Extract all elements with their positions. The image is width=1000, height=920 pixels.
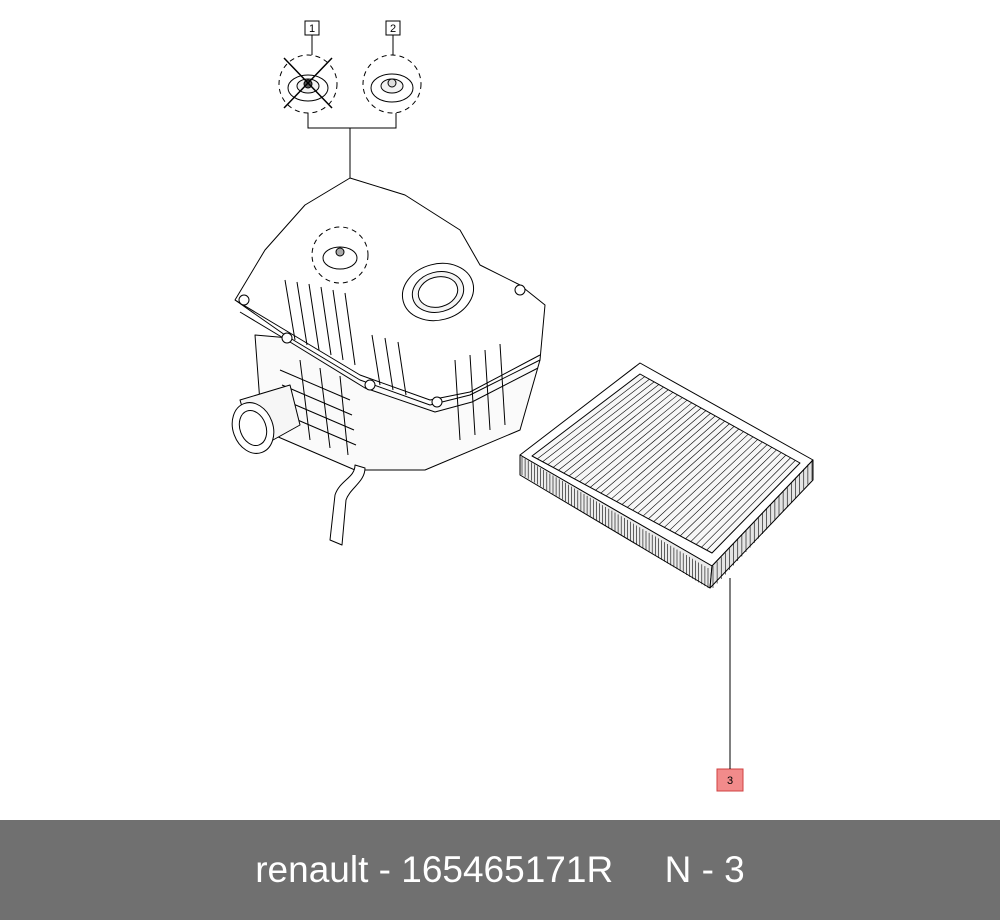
callout-2-label: 2 (390, 23, 396, 35)
footer-bar: renault - 165465171R N - 3 (0, 820, 1000, 920)
spacer (613, 849, 664, 891)
page-reference: N - 3 (664, 849, 745, 890)
parts-diagram: 1 2 3 (231, 20, 814, 792)
leader-lines (307, 35, 731, 769)
brand-name: renault (255, 849, 369, 890)
callout-1[interactable]: 1 (304, 20, 320, 36)
grommet-2 (362, 54, 422, 114)
part-number: 165465171R (401, 849, 614, 890)
callout-3-label: 3 (727, 775, 733, 787)
separator: - (368, 849, 402, 890)
grommet-1 (278, 54, 338, 114)
air-filter-housing (231, 177, 546, 546)
callout-3[interactable]: 3 (716, 768, 744, 792)
air-filter-element (519, 362, 814, 589)
callout-2[interactable]: 2 (385, 20, 401, 36)
callout-1-label: 1 (309, 23, 315, 35)
